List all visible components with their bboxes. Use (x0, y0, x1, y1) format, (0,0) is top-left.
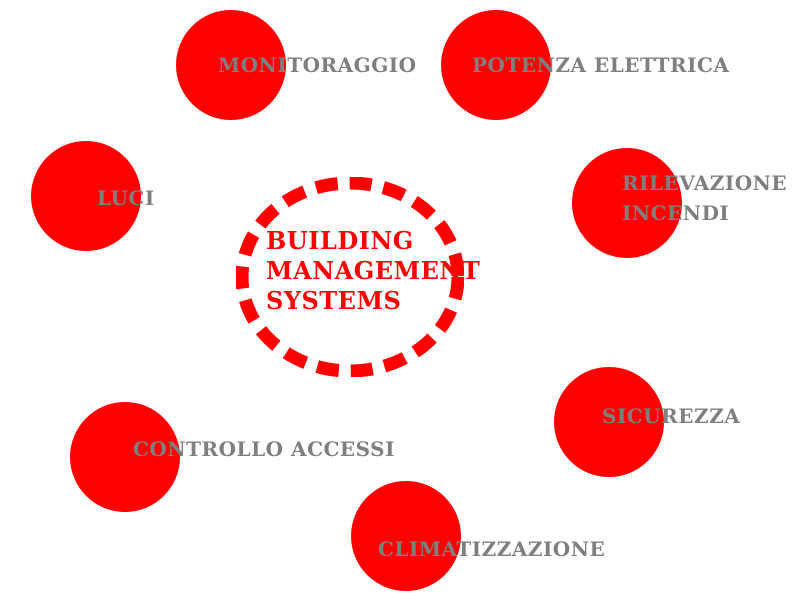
luci-label: LUCI (97, 186, 155, 210)
monitoraggio-label: MONITORAGGIO (218, 53, 417, 77)
rilevazione-incendi-label: RILEVAZIONE INCENDI (622, 168, 787, 228)
controllo-accessi-node-circle (70, 402, 180, 512)
climatizzazione-node-circle (351, 481, 461, 591)
center-dashed-ring (236, 177, 464, 377)
rilevazione-label-line-2: INCENDI (622, 201, 730, 225)
rilevazione-incendi-node-circle (572, 148, 682, 258)
monitoraggio-node-circle (176, 10, 286, 120)
sicurezza-label: SICUREZZA (602, 404, 741, 428)
luci-node-circle (31, 141, 141, 251)
rilevazione-label-line-1: RILEVAZIONE (622, 171, 788, 195)
potenza-elettrica-node-circle (441, 10, 551, 120)
center-title-line-3: SYSTEMS (266, 286, 402, 315)
center-title: BUILDING MANAGEMENT SYSTEMS (266, 226, 480, 316)
climatizzazione-label: CLIMATIZZAZIONE (378, 537, 606, 561)
sicurezza-node-circle (554, 367, 664, 477)
potenza-elettrica-label: POTENZA ELETTRICA (472, 53, 730, 77)
center-title-line-2: MANAGEMENT (266, 256, 481, 285)
center-title-line-1: BUILDING (266, 226, 414, 255)
controllo-accessi-label: CONTROLLO ACCESSI (133, 437, 395, 461)
